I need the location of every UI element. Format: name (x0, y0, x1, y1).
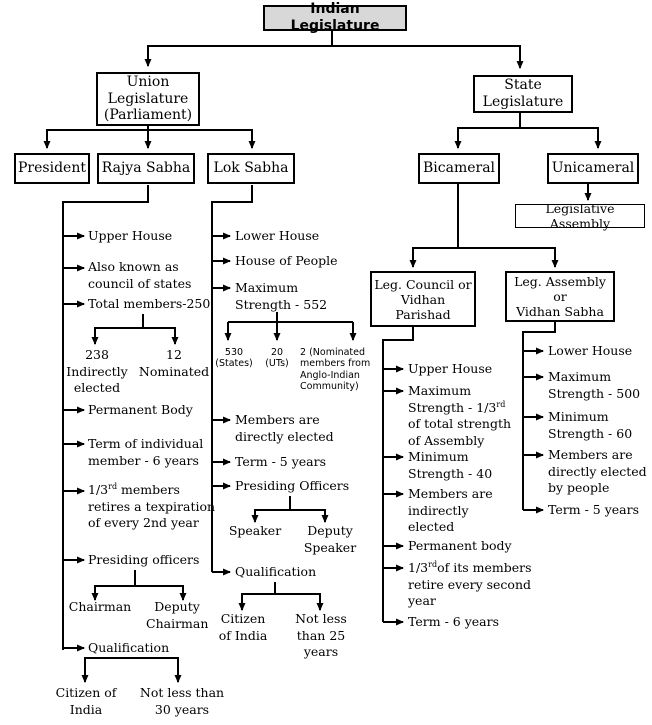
rs-citizen: Citizen of India (55, 685, 117, 717)
ls-age: Not less than 25 years (295, 611, 347, 659)
rs-elected: 238 Indirectly elected (66, 347, 128, 395)
ls-citizen: Citizen of India (218, 611, 268, 643)
rs-term: Term of individual member - 6 years (88, 436, 204, 468)
lok-sabha-box: Lok Sabha (207, 153, 295, 184)
bicameral-box: Bicameral (418, 153, 500, 184)
lc-upper-house: Upper House (408, 361, 493, 376)
ls-lower-house: Lower House (235, 228, 320, 243)
president-box: President (14, 153, 90, 184)
lc-one-third: 1/3rdof its members retire every second … (408, 559, 532, 608)
la-min-strength: Minimum Strength - 60 (548, 409, 633, 441)
rs-also-known: Also known as council of states (88, 259, 192, 291)
unicameral-box: Unicameral (547, 153, 639, 184)
ls-presiding: Presiding Officers (235, 478, 350, 493)
rs-qualification: Qualification (88, 640, 170, 655)
ls-speaker: Speaker (228, 523, 282, 538)
lc-permanent: Permanent body (408, 538, 512, 553)
rs-upper-house: Upper House (88, 228, 173, 243)
legislative-assembly-box: Legislative Assembly (515, 201, 645, 231)
ls-direct: Members are directly elected (235, 412, 334, 444)
rs-chairman: Chairman (68, 599, 132, 614)
ls-qualification: Qualification (235, 564, 317, 579)
union-legislature-box: Union Legislature (Parliament) (96, 72, 200, 126)
assembly-box: Leg. Assembly or Vidhan Sabha (505, 271, 615, 322)
la-max-strength: Maximum Strength - 500 (548, 369, 641, 401)
la-direct: Members are directly elected by people (548, 447, 647, 495)
ls-nominated: 2 (Nominated members from Anglo-Indian C… (300, 347, 371, 393)
lc-indirect: Members are indirectly elected (408, 486, 493, 534)
rs-nominated: 12 Nominated (138, 347, 210, 379)
lc-min-strength: Minimum Strength - 40 (408, 449, 493, 481)
lc-max-strength: Maximum Strength - 1/3rd of total streng… (408, 383, 512, 448)
ls-house-people: House of People (235, 253, 338, 268)
ls-uts: 20 (UTs) (265, 347, 289, 370)
rajya-sabha-box: Rajya Sabha (97, 153, 195, 184)
ls-term: Term - 5 years (235, 454, 326, 469)
rs-permanent: Permanent Body (88, 402, 193, 417)
rs-age: Not less than 30 years (139, 685, 225, 717)
council-box: Leg. Council or Vidhan Parishad (370, 271, 476, 327)
ls-states: 530 (States) (215, 347, 253, 370)
rs-total-members: Total members-250 (88, 296, 211, 311)
rs-presiding: Presiding officers (88, 552, 200, 567)
ls-deputy-speaker: Deputy Speaker (303, 523, 357, 555)
root-box: Indian Legislature (263, 1, 407, 34)
state-legislature-box: State Legislature (473, 75, 573, 113)
ls-max-strength: Maximum Strength - 552 (235, 280, 328, 312)
la-term: Term - 5 years (548, 502, 639, 517)
la-lower-house: Lower House (548, 343, 633, 358)
lc-term: Term - 6 years (408, 614, 499, 629)
rs-deputy-chairman: Deputy Chairman (146, 599, 209, 631)
rs-one-third: 1/3rd members retires a texpiration of e… (88, 481, 216, 530)
